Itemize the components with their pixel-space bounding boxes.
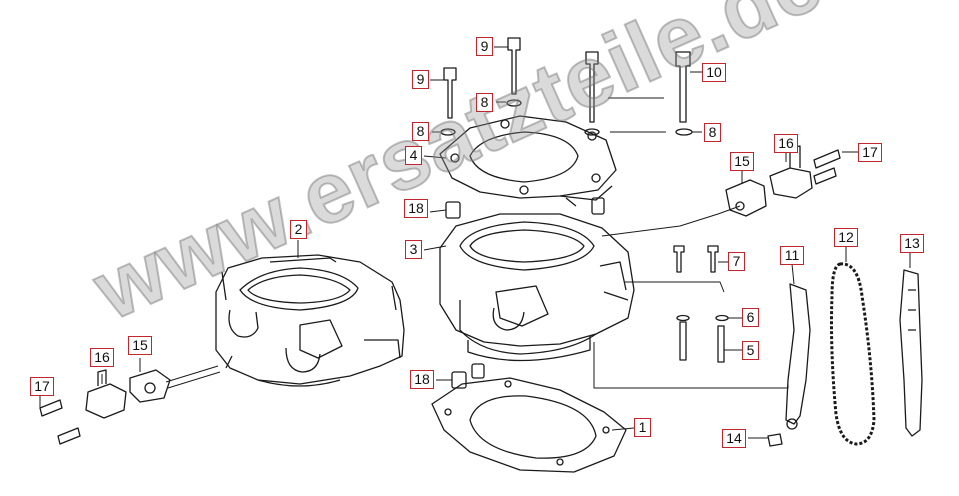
- callout-8-right: 8: [704, 123, 721, 142]
- callout-15-left: 15: [128, 336, 152, 355]
- callout-10: 10: [702, 63, 726, 82]
- callout-12: 12: [834, 228, 858, 247]
- timing-chain: [830, 262, 876, 446]
- callout-7: 7: [728, 252, 745, 271]
- callout-17-right: 17: [858, 143, 882, 162]
- base-gasket: [431, 377, 627, 473]
- callout-11: 11: [780, 246, 804, 265]
- head-gasket-top: [439, 115, 617, 207]
- chain-guide-11: [785, 283, 811, 430]
- callout-1: 1: [634, 418, 651, 437]
- chain-tensioner-left: [39, 369, 171, 445]
- callout-9-top: 9: [476, 37, 493, 56]
- callout-3: 3: [405, 240, 422, 259]
- dowel-pins: [445, 197, 605, 389]
- callout-6: 6: [742, 308, 759, 327]
- callout-18-bottom: 18: [410, 370, 434, 389]
- callout-8-left: 8: [412, 122, 429, 141]
- callout-15-right: 15: [730, 152, 754, 171]
- callout-16-left: 16: [90, 348, 114, 367]
- side-bolts: [673, 245, 729, 363]
- callout-17-left: 17: [30, 377, 54, 396]
- callout-18-top: 18: [404, 199, 428, 218]
- cylinder-main: [439, 213, 635, 362]
- callout-14: 14: [722, 429, 746, 448]
- leader-lines: [39, 46, 911, 439]
- callout-9-left: 9: [412, 70, 429, 89]
- chain-guide-13: [899, 269, 923, 437]
- callout-13: 13: [900, 234, 924, 253]
- callout-8-mid: 8: [476, 93, 493, 112]
- cylinder-left: [215, 254, 405, 387]
- callout-4: 4: [405, 146, 422, 165]
- callout-5: 5: [742, 341, 759, 360]
- callout-2: 2: [290, 220, 307, 239]
- guide-bolt-14: [767, 433, 783, 447]
- cylinder-bolts: [440, 37, 693, 136]
- callout-16-right: 16: [774, 134, 798, 153]
